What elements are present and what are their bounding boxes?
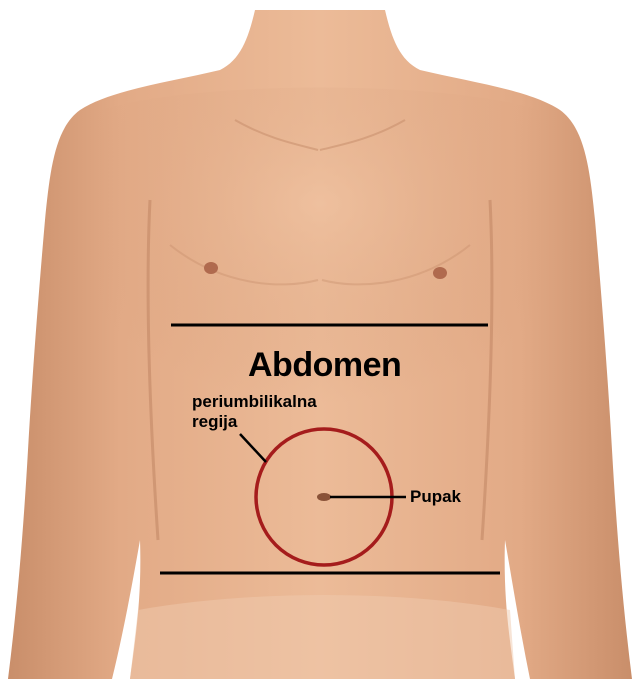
left-nipple [204,262,218,274]
periumbilical-region-label: periumbilikalna regija [192,392,317,432]
navel [317,493,331,501]
region-label-line-2: regija [192,412,317,432]
right-nipple [433,267,447,279]
abdomen-title: Abdomen [248,346,401,385]
lower-waist-area [130,595,515,679]
navel-label: Pupak [410,487,461,507]
region-label-line-1: periumbilikalna [192,392,317,412]
